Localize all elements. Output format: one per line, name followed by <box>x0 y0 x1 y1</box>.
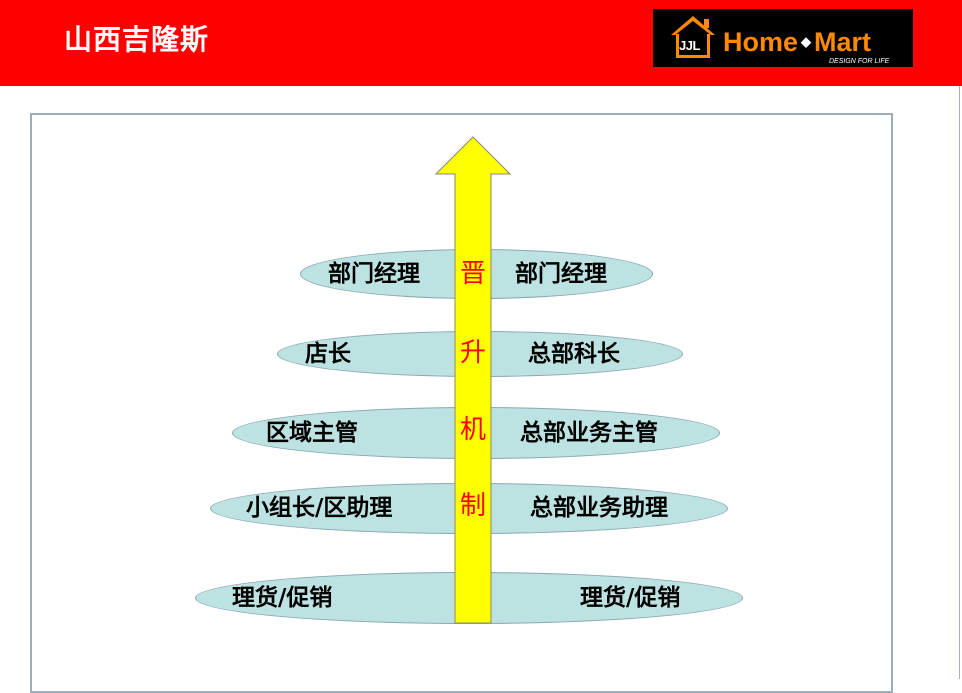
left-position-2: 店长 <box>305 340 351 367</box>
logo-brand-mart: Mart <box>814 27 872 57</box>
left-position-3: 区域主管 <box>266 419 358 446</box>
page-title: 山西吉隆斯 <box>64 23 210 56</box>
logo-tagline: DESIGN FOR LIFE <box>829 58 890 65</box>
left-position-5: 理货/促销 <box>232 584 333 611</box>
logo-brand-home: Home <box>723 27 799 57</box>
right-position-3: 总部业务主管 <box>520 419 658 446</box>
home-mart-logo: JJL Home◆Mart DESIGN FOR LIFE <box>653 9 913 67</box>
right-position-4: 总部业务助理 <box>530 494 668 521</box>
arrow-label-char-2: 升 <box>459 338 486 368</box>
logo-brand-name: Home◆Mart <box>723 27 871 62</box>
arrow-label-char-4: 制 <box>459 491 486 521</box>
house-logo-icon <box>671 16 715 58</box>
arrow-label-char-3: 机 <box>459 415 486 445</box>
slide-edge-line <box>959 86 960 679</box>
logo-mark-text: JJL <box>679 38 700 53</box>
right-position-1: 部门经理 <box>515 260 607 287</box>
promotion-arrow <box>435 136 511 624</box>
header-bar: 山西吉隆斯 JJL Home◆Mart DESIGN FOR LIFE <box>0 0 962 86</box>
arrow-label-char-1: 晋 <box>459 259 486 289</box>
left-position-1: 部门经理 <box>328 260 420 287</box>
diamond-icon: ◆ <box>801 34 812 49</box>
right-position-5: 理货/促销 <box>580 584 681 611</box>
right-position-2: 总部科长 <box>528 340 620 367</box>
left-position-4: 小组长/区助理 <box>246 494 393 521</box>
